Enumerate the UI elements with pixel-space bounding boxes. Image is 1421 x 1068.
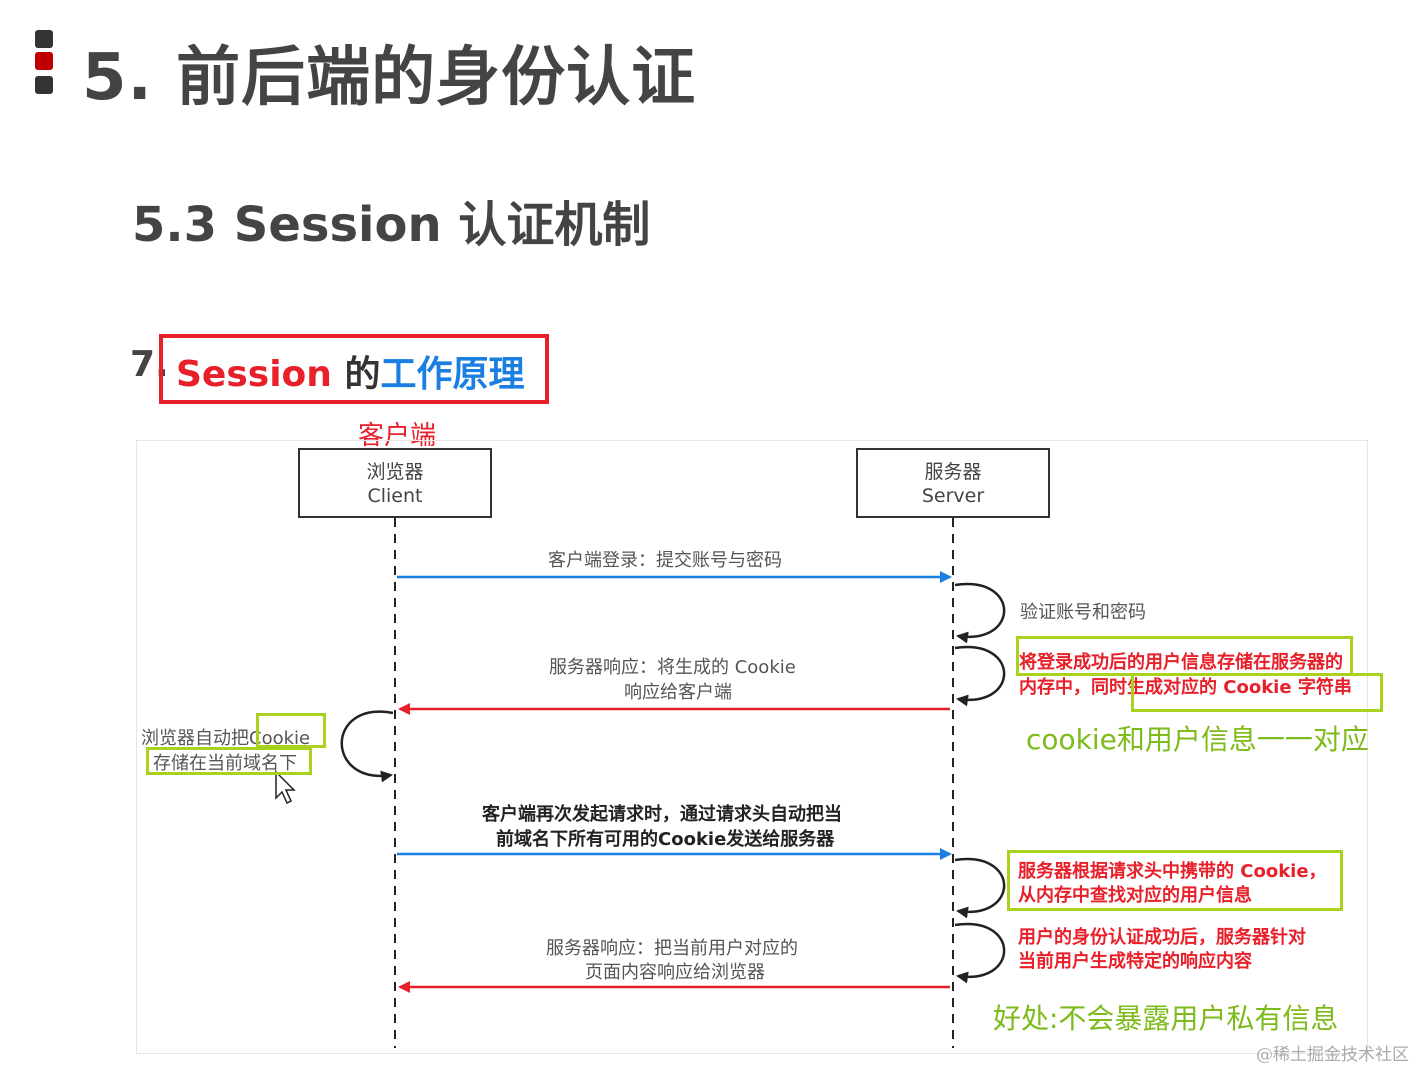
- heading-principle: 工作原理: [380, 354, 525, 395]
- server-actor: 服务器 Server: [856, 448, 1050, 518]
- server-lookup-label-1: 服务器根据请求头中携带的 Cookie，: [1018, 861, 1327, 882]
- client-annotation: 客户端: [358, 421, 437, 451]
- client-actor: 浏览器 Client: [298, 448, 492, 518]
- heading-de: 的: [331, 354, 381, 395]
- server-actor-en: Server: [921, 485, 985, 507]
- benefit-annotation: 好处:不会暴露用户私有信息: [993, 1002, 1339, 1035]
- highlight-store-memory: [1016, 636, 1353, 676]
- highlight-cookie-string: [1131, 673, 1383, 712]
- title-marker-bottom: [35, 76, 53, 94]
- highlight-lookup: [1007, 850, 1343, 911]
- highlight-cookie-word: [256, 713, 326, 748]
- client-store-label-1: 浏览器自动把Cookie: [141, 728, 311, 749]
- section-subtitle: 5.3 Session 认证机制: [132, 197, 651, 253]
- title-marker-middle: [35, 52, 53, 70]
- server-verify-label: 验证账号和密码: [1020, 602, 1146, 623]
- heading-session: Session: [176, 354, 332, 395]
- message-response-cookie-1: 服务器响应：将生成的 Cookie: [549, 657, 796, 678]
- server-actor-cn: 服务器: [924, 461, 982, 483]
- server-generate-label-1: 用户的身份认证成功后，服务器针对: [1018, 927, 1306, 948]
- server-lookup-label-2: 从内存中查找对应的用户信息: [1018, 885, 1252, 906]
- server-store-label-1: 将登录成功后的用户信息存储在服务器的: [1019, 652, 1343, 673]
- highlight-domain: [146, 747, 312, 775]
- server-generate-label-2: 当前用户生成特定的响应内容: [1018, 951, 1252, 972]
- message-login: 客户端登录：提交账号与密码: [548, 550, 782, 571]
- watermark: @稀土掘金技术社区: [1256, 1045, 1409, 1065]
- cookie-mapping-annotation: cookie和用户信息一一对应: [1026, 723, 1369, 756]
- client-actor-en: Client: [367, 485, 423, 507]
- server-store-label-2: 内存中，同时生成对应的 Cookie 字符串: [1019, 677, 1352, 698]
- title-marker-top: [35, 30, 53, 48]
- message-page-response-1: 服务器响应：把当前用户对应的: [546, 938, 798, 959]
- message-response-cookie-2: 响应给客户端: [624, 682, 732, 703]
- diagram-frame: [136, 440, 1368, 1054]
- section-highlight-box: [159, 334, 549, 404]
- message-resend-cookie-1: 客户端再次发起请求时，通过请求头自动把当: [482, 804, 842, 825]
- client-store-label-2: 存储在当前域名下: [153, 753, 297, 774]
- client-actor-cn: 浏览器: [366, 461, 424, 483]
- message-page-response-2: 页面内容响应给浏览器: [585, 962, 765, 983]
- message-resend-cookie-2: 前域名下所有可用的Cookie发送给服务器: [496, 829, 835, 850]
- section-heading: Session 的工作原理: [176, 345, 524, 397]
- page-title: 5. 前后端的身份认证: [82, 41, 697, 115]
